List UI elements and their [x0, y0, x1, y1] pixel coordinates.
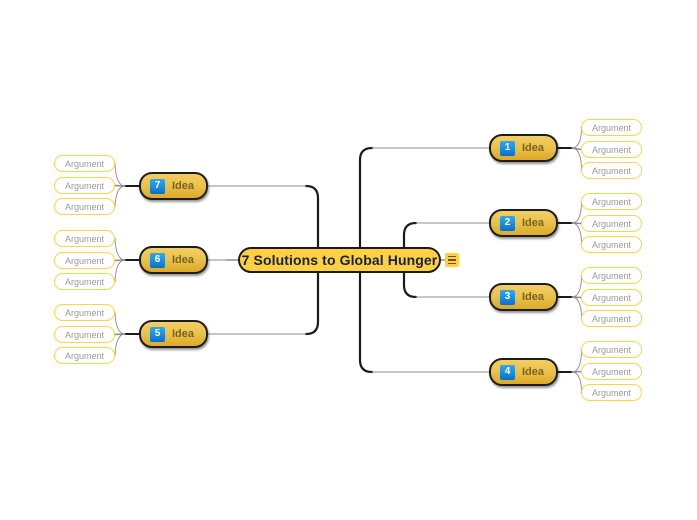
argument-node[interactable]: Argument — [581, 215, 642, 232]
connector — [114, 185, 126, 207]
argument-node[interactable]: Argument — [581, 141, 642, 158]
argument-node[interactable]: Argument — [581, 236, 642, 253]
idea-1-label: Idea — [522, 142, 545, 154]
idea-5-badge: 5 — [150, 326, 165, 342]
argument-node[interactable]: Argument — [581, 289, 642, 306]
argument-node[interactable]: Argument — [54, 273, 115, 290]
argument-node[interactable]: Argument — [581, 119, 642, 136]
root-node[interactable]: 7 Solutions to Global Hunger — [238, 247, 441, 273]
connector — [571, 201, 582, 224]
idea-4-label: Idea — [522, 366, 545, 378]
hamburger-line — [448, 255, 456, 258]
idea-6-label: Idea — [172, 254, 195, 266]
connector — [114, 312, 126, 335]
connector — [114, 333, 126, 336]
idea-7-badge: 7 — [150, 178, 165, 194]
idea-5-node[interactable]: 5 Idea — [139, 320, 208, 348]
argument-node[interactable]: Argument — [54, 177, 115, 194]
connector — [571, 147, 582, 171]
connector — [571, 222, 582, 225]
connector — [114, 184, 126, 187]
argument-node[interactable]: Argument — [54, 198, 115, 215]
idea-3-badge: 3 — [500, 289, 515, 305]
argument-node[interactable]: Argument — [581, 310, 642, 327]
hamburger-menu-icon[interactable] — [445, 253, 459, 267]
argument-node[interactable]: Argument — [54, 252, 115, 269]
argument-node[interactable]: Argument — [581, 341, 642, 358]
idea-6-node[interactable]: 6 Idea — [139, 246, 208, 274]
connector — [571, 371, 582, 393]
connector — [114, 259, 126, 262]
argument-node[interactable]: Argument — [581, 267, 642, 284]
connector — [114, 163, 126, 187]
connector — [114, 238, 126, 261]
root-node-label: 7 Solutions to Global Hunger — [241, 252, 438, 268]
idea-7-node[interactable]: 7 Idea — [139, 172, 208, 200]
connector — [358, 146, 374, 262]
argument-node[interactable]: Argument — [54, 347, 115, 364]
connector — [114, 259, 126, 282]
idea-1-badge: 1 — [500, 140, 515, 156]
argument-node[interactable]: Argument — [581, 193, 642, 210]
connector — [571, 127, 582, 149]
idea-3-label: Idea — [522, 291, 545, 303]
idea-1-node[interactable]: 1 Idea — [489, 134, 558, 162]
connector — [571, 296, 582, 319]
connector — [114, 333, 126, 356]
idea-2-badge: 2 — [500, 215, 515, 231]
connector — [571, 296, 582, 299]
argument-node[interactable]: Argument — [54, 304, 115, 321]
idea-6-badge: 6 — [150, 252, 165, 268]
hamburger-line — [448, 259, 456, 261]
idea-4-node[interactable]: 4 Idea — [489, 358, 558, 386]
argument-node[interactable]: Argument — [581, 384, 642, 401]
connector — [358, 258, 374, 374]
argument-node[interactable]: Argument — [581, 162, 642, 179]
argument-node[interactable]: Argument — [581, 363, 642, 380]
connector — [571, 349, 582, 373]
connector — [571, 147, 582, 151]
argument-node[interactable]: Argument — [54, 155, 115, 172]
connector — [571, 370, 582, 373]
connector — [571, 275, 582, 298]
idea-5-label: Idea — [172, 328, 195, 340]
idea-3-node[interactable]: 3 Idea — [489, 283, 558, 311]
idea-4-badge: 4 — [500, 364, 515, 380]
connector — [571, 222, 582, 245]
argument-node[interactable]: Argument — [54, 230, 115, 247]
idea-2-label: Idea — [522, 217, 545, 229]
idea-7-label: Idea — [172, 180, 195, 192]
idea-2-node[interactable]: 2 Idea — [489, 209, 558, 237]
hamburger-line — [448, 262, 456, 265]
argument-node[interactable]: Argument — [54, 326, 115, 343]
